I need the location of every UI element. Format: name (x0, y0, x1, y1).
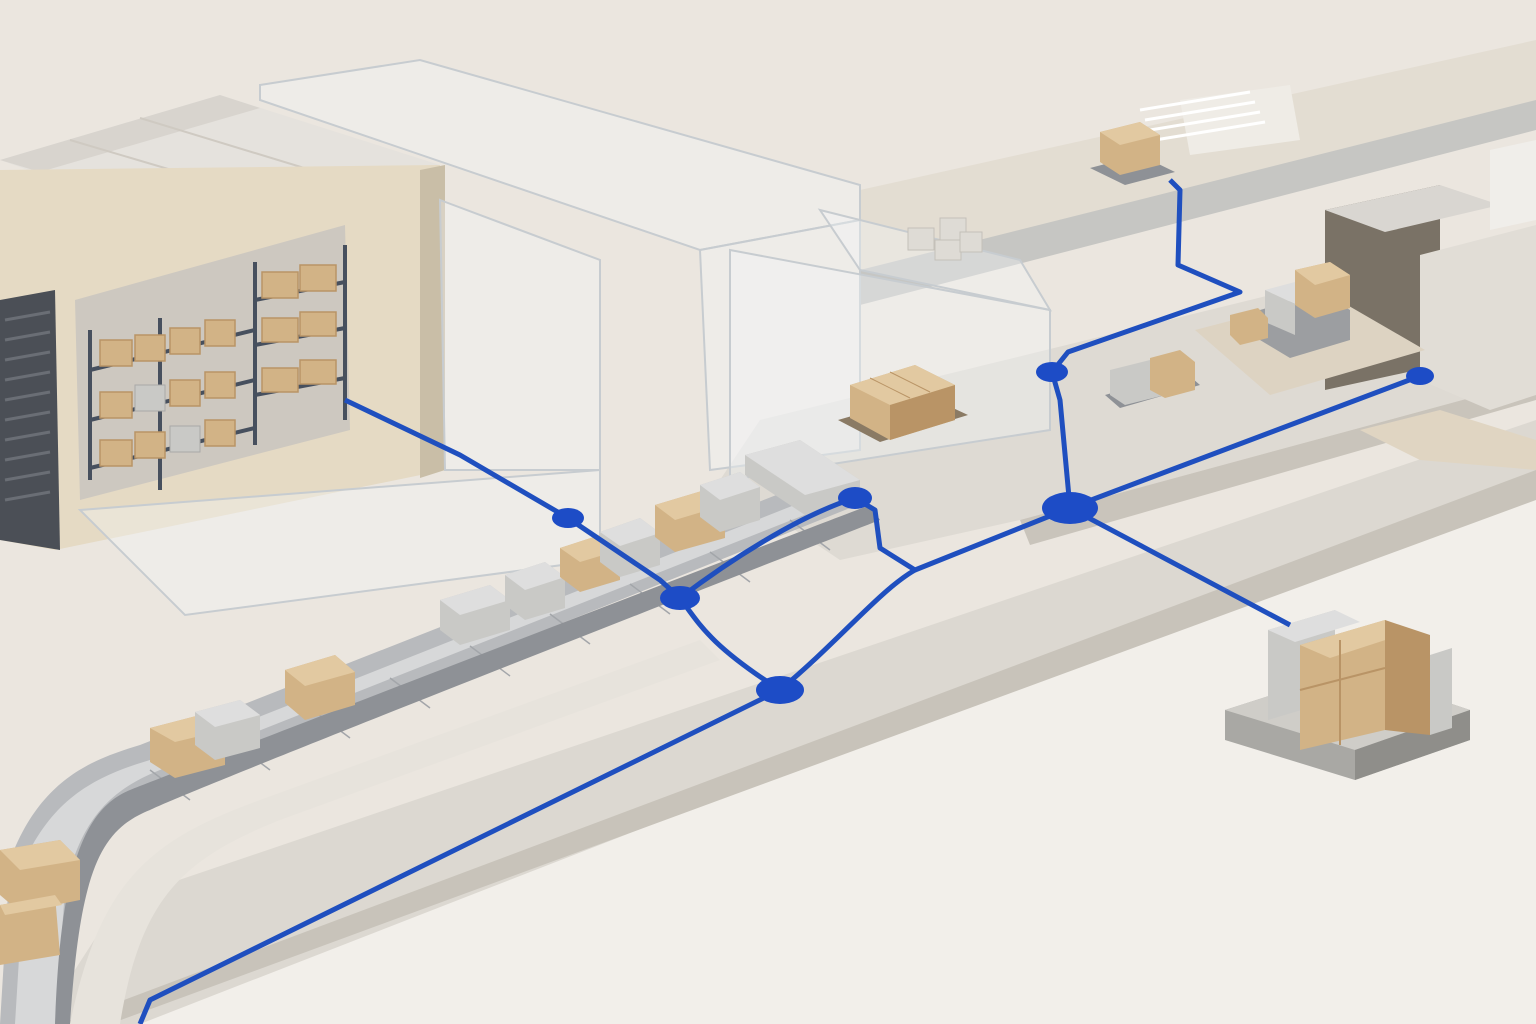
floor-stripes (1139, 90, 1266, 142)
route-nodes (552, 362, 1434, 704)
route-lines (137, 178, 1421, 1024)
carton-small (1230, 308, 1268, 345)
silver-box (195, 700, 260, 760)
silver-box (600, 518, 660, 577)
carton (0, 895, 62, 965)
route-node-icon (838, 487, 872, 509)
silver-box (505, 562, 565, 620)
dock-pallets (1105, 262, 1350, 408)
silver-box (745, 440, 860, 515)
shelf-cartons (99, 264, 337, 467)
pallet-stack-front (1225, 610, 1470, 780)
carton-on-cart (1090, 122, 1175, 185)
route-node-icon (1036, 362, 1068, 382)
route-node-icon (1406, 367, 1434, 385)
pallet-small (1105, 350, 1200, 408)
route-node-icon (756, 676, 804, 704)
conveyor-cartons (0, 440, 860, 965)
route-node-icon (552, 508, 584, 528)
route-node-icon (1042, 492, 1098, 524)
silver-box (700, 472, 760, 532)
route-node-icon (660, 586, 700, 610)
back-lane-items (907, 122, 1175, 261)
small-boxes (907, 217, 983, 261)
carton (285, 655, 355, 720)
warehouse (0, 95, 445, 550)
main-lane (40, 420, 1536, 1024)
back-lane (860, 40, 1536, 305)
silver-box (440, 585, 510, 645)
carton (0, 840, 80, 912)
warehouse-side-wall (420, 165, 445, 478)
cart-with-boxes (1260, 262, 1350, 358)
pallet-stack-center (838, 365, 968, 442)
